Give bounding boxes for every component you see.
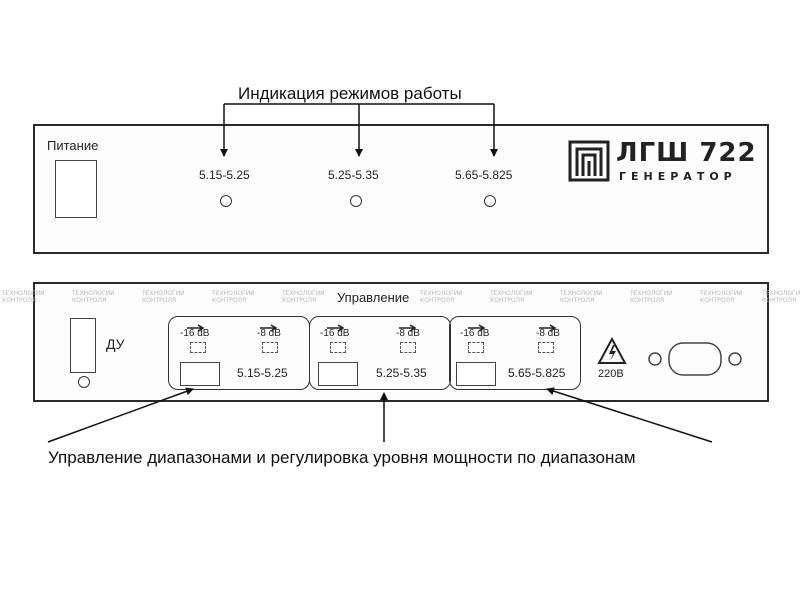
attenuation-8db-label: -8 dB	[396, 328, 420, 339]
attenuation-16db-switch[interactable]	[190, 342, 206, 353]
power-label: Питание	[47, 138, 99, 153]
indicator-led-1	[220, 195, 232, 207]
group-range-label-2: 5.25-5.35	[376, 366, 427, 380]
attenuation-8db-switch[interactable]	[262, 342, 278, 353]
logo-title: ЛГШ 722	[616, 138, 757, 168]
arrow-right-icon	[398, 319, 418, 332]
remote-connector[interactable]	[70, 318, 96, 373]
range-label-2: 5.25-5.35	[328, 168, 379, 182]
range-group-2	[309, 316, 451, 390]
attenuation-8db-switch[interactable]	[538, 342, 554, 353]
attenuation-16db-label: -16 dB	[180, 328, 210, 339]
front-panel	[33, 124, 769, 254]
arrow-right-icon	[259, 319, 279, 332]
range-switch-3[interactable]	[456, 362, 496, 386]
group-range-label-1: 5.15-5.25	[237, 366, 288, 380]
arrow-right-icon	[326, 319, 346, 332]
attenuation-16db-switch[interactable]	[330, 342, 346, 353]
arrow-right-icon	[186, 319, 206, 332]
remote-screw-icon	[78, 376, 90, 388]
power-connector-icon[interactable]	[645, 338, 745, 380]
indication-caption: Индикация режимов работы	[238, 84, 462, 103]
logo-subtitle: ГЕНЕРАТОР	[619, 170, 737, 183]
remote-label: ДУ	[106, 336, 125, 352]
control-label: Управление	[337, 290, 410, 305]
range-group-3	[449, 316, 581, 390]
attenuation-8db-label: -8 dB	[536, 328, 560, 339]
range-label-3: 5.65-5.825	[455, 168, 513, 182]
indicator-led-2	[350, 195, 362, 207]
voltage-label: 220В	[598, 368, 624, 380]
attenuation-16db-label: -16 dB	[460, 328, 490, 339]
range-label-1: 5.15-5.25	[199, 168, 250, 182]
attenuation-16db-label: -16 dB	[320, 328, 350, 339]
indicator-led-3	[484, 195, 496, 207]
attenuation-16db-switch[interactable]	[468, 342, 484, 353]
range-switch-1[interactable]	[180, 362, 220, 386]
range-switch-2[interactable]	[318, 362, 358, 386]
attenuation-8db-switch[interactable]	[400, 342, 416, 353]
arrow-right-icon	[538, 319, 558, 332]
logo-mark-icon	[568, 140, 610, 182]
high-voltage-icon	[597, 336, 627, 365]
attenuation-8db-label: -8 dB	[257, 328, 281, 339]
group-range-label-3: 5.65-5.825	[508, 366, 566, 380]
arrow-right-icon	[467, 319, 487, 332]
control-caption: Управление диапазонами и регулировка уро…	[48, 448, 636, 467]
power-switch[interactable]	[55, 160, 97, 218]
